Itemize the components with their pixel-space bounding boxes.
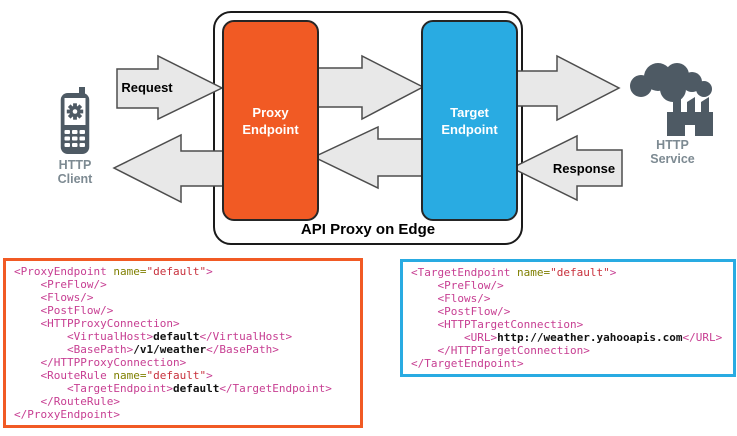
proxy-endpoint-code: <ProxyEndpoint name="default"> <PreFlow/… [3,258,363,428]
target-endpoint-code: <TargetEndpoint name="default"> <PreFlow… [400,259,736,377]
target-to-service-arrow-icon [511,54,621,122]
proxy-endpoint-label-line2: Endpoint [242,121,299,137]
http-service-label: HTTP Service [640,138,705,166]
proxy-endpoint-label-line1: Proxy [252,104,289,120]
proxy-endpoint-box: Proxy Endpoint [222,20,319,221]
mobile-phone-icon [60,87,90,154]
target-endpoint-label-line1: Target [450,104,489,120]
http-client-label: HTTP Client [45,158,105,186]
target-endpoint-label-line2: Endpoint [441,121,498,137]
http-service-label-line2: Service [650,152,695,166]
http-client-label-line1: HTTP [58,158,92,172]
response-label: Response [552,161,616,176]
target-endpoint-box: Target Endpoint [421,20,518,221]
http-client-label-line2: Client [57,172,93,186]
factory-icon [630,63,713,136]
http-service-label-line1: HTTP [656,138,689,152]
request-label: Request [121,80,173,95]
api-proxy-label: API Proxy on Edge [300,221,436,238]
